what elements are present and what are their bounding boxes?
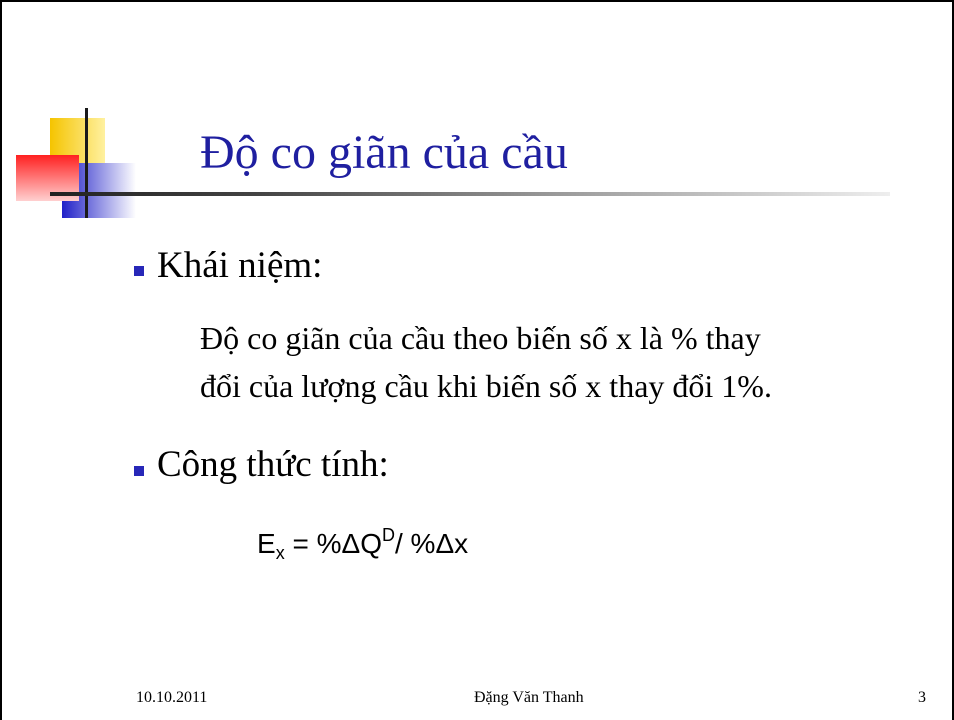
definition-line: đổi của lượng cầu khi biến số x thay đổi… — [200, 368, 772, 404]
bullet-square-icon — [134, 466, 144, 476]
formula-rhs: / %Δx — [394, 528, 469, 559]
formula-eq: = %ΔQ — [284, 528, 382, 559]
formula-lhs: E — [257, 528, 276, 559]
bullet-heading-formula: Công thức tính: — [157, 444, 389, 485]
elasticity-formula: Ex = %ΔQD/ %Δx — [257, 525, 468, 564]
definition-text: Độ co giãn của cầu theo biến số x là % t… — [200, 314, 920, 410]
bullet-square-icon — [134, 266, 144, 276]
footer-author: Đặng Văn Thanh — [474, 689, 584, 706]
formula-lhs-subscript: x — [275, 543, 285, 563]
slide-border-top — [0, 0, 954, 2]
slide-title: Độ co giãn của cầu — [200, 126, 568, 179]
bullet-heading-concept: Khái niệm: — [157, 245, 323, 286]
slide-border-left — [0, 0, 2, 720]
title-underline — [50, 192, 890, 196]
vertical-rule — [85, 108, 88, 218]
footer-page-number: 3 — [918, 689, 926, 706]
definition-line: Độ co giãn của cầu theo biến số x là % t… — [200, 320, 761, 356]
footer-date: 10.10.2011 — [136, 689, 208, 706]
formula-superscript: D — [381, 525, 395, 545]
slide-border-right — [952, 0, 954, 720]
